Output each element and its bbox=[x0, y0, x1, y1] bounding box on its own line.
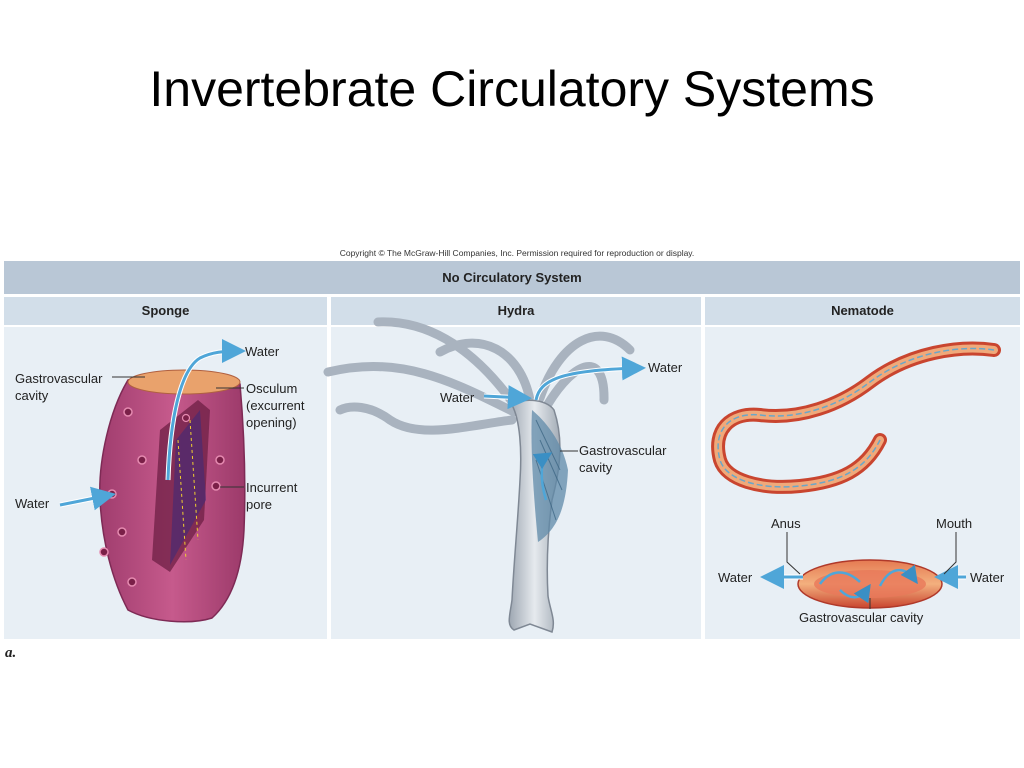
hydra-water-in-arrow bbox=[483, 385, 532, 410]
column-header-nematode: Nematode bbox=[705, 297, 1020, 325]
slide-title: Invertebrate Circulatory Systems bbox=[149, 61, 875, 117]
nematode-label-water-right: Water bbox=[970, 570, 1005, 585]
sponge-label-osculum-2: (excurrent bbox=[246, 398, 305, 413]
hydra-label-gastrovascular-2: cavity bbox=[579, 460, 613, 475]
sponge-label-gastrovascular-1: Gastrovascular bbox=[15, 371, 103, 386]
nematode-label-gastrovascular: Gastrovascular cavity bbox=[799, 610, 924, 625]
hydra-water-out-arrow bbox=[534, 356, 646, 401]
sponge-water-out-arrow bbox=[166, 339, 246, 481]
copyright-notice: Copyright © The McGraw-Hill Companies, I… bbox=[339, 248, 695, 258]
sponge-label-water-out: Water bbox=[245, 344, 280, 359]
hydra-label-water-out: Water bbox=[648, 360, 683, 375]
hydra-label-gastrovascular-1: Gastrovascular bbox=[579, 443, 667, 458]
sponge-label-gastrovascular-2: cavity bbox=[15, 388, 49, 403]
nematode-label-mouth: Mouth bbox=[936, 516, 973, 531]
sponge-label-incurrent-1: Incurrent bbox=[246, 480, 298, 495]
nematode-illustration bbox=[711, 341, 1001, 609]
hydra-illustration bbox=[323, 317, 635, 633]
column-header-sponge: Sponge bbox=[4, 297, 327, 325]
sponge-label-osculum-3: opening) bbox=[246, 415, 297, 430]
sponge-water-in-arrow bbox=[59, 486, 116, 511]
hydra-label-water-in: Water bbox=[440, 390, 475, 405]
sponge-label-incurrent-2: pore bbox=[246, 497, 273, 512]
figure-letter: a. bbox=[5, 645, 17, 661]
sponge-label-osculum-1: Osculum bbox=[246, 381, 298, 396]
table-header-title: No Circulatory System bbox=[442, 270, 582, 285]
nematode-label-anus: Anus bbox=[771, 516, 801, 531]
table-header-bar: No Circulatory System bbox=[4, 261, 1020, 294]
sponge-label-water-in: Water bbox=[15, 496, 50, 511]
nematode-label-water-left: Water bbox=[718, 570, 753, 585]
sponge-illustration bbox=[99, 369, 246, 623]
